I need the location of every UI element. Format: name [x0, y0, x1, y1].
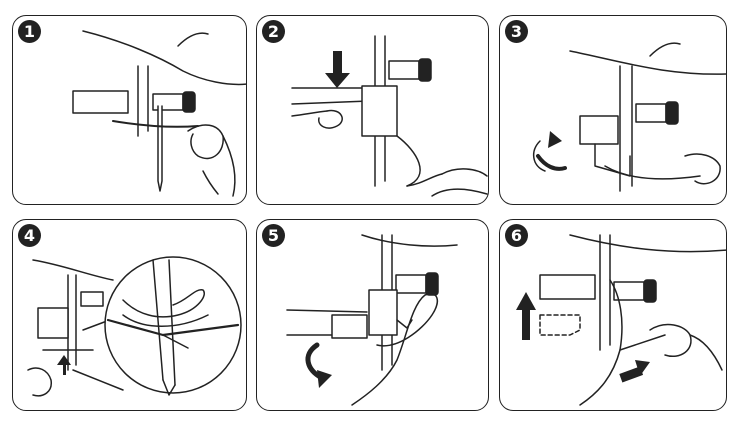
step-number-badge: 6	[505, 224, 528, 247]
step-number-badge: 2	[262, 20, 285, 43]
step-6-illustration	[516, 234, 726, 406]
step-4-illustration	[27, 256, 242, 397]
step-4-panel: 4	[12, 219, 247, 411]
step-3-illustration	[533, 42, 726, 192]
step-2-illustration	[291, 35, 488, 197]
step-number-badge: 3	[505, 20, 528, 43]
step-number-badge: 5	[262, 224, 285, 247]
step-1-panel: 1	[12, 15, 247, 205]
step-5-panel: 5	[256, 219, 489, 411]
step-number-badge: 4	[18, 224, 41, 247]
step-3-panel: 3	[499, 15, 727, 205]
step-number-badge: 1	[18, 20, 41, 43]
step-2-panel: 2	[256, 15, 489, 205]
step-5-illustration	[286, 234, 458, 406]
step-6-panel: 6	[499, 219, 727, 411]
step-1-illustration	[72, 30, 246, 197]
